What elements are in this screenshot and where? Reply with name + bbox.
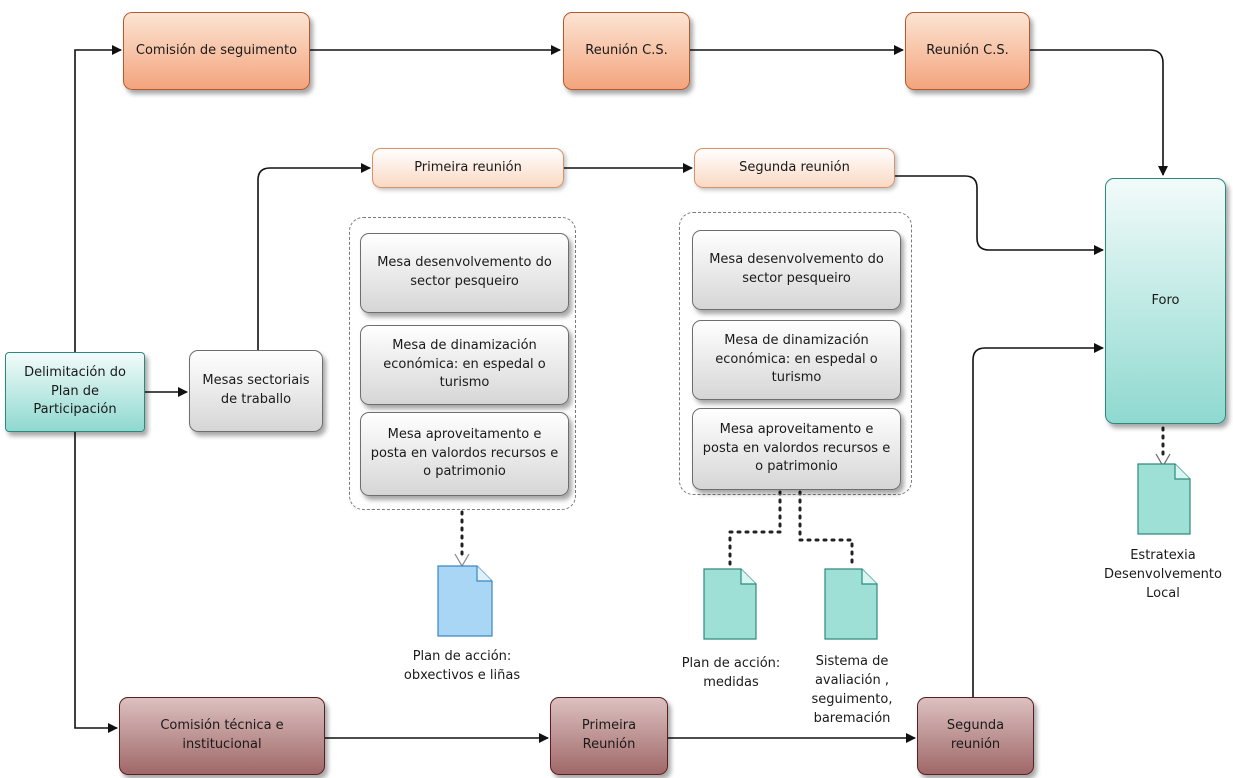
mesa-2-pesqueiro[interactable]: Mesa desenvolvemento do sector pesqueiro [692,230,901,310]
document-icon-medidas [703,568,757,640]
foro-node[interactable]: Foro [1105,178,1226,424]
edge-spine-down [74,432,118,733]
comision-seguimento-label: Comisión de seguimento [135,42,298,58]
edge-segunda-foro [895,175,1104,255]
comision-tecnica-label: Comisión técnica e institucional [160,718,284,752]
edge-reunion2-foro [1030,49,1168,176]
document-icon-obxectivos [437,565,493,637]
comision-seguimento-node[interactable]: Comisión de seguimento [123,12,310,90]
document-icon-sistema [824,568,878,640]
mesa-1-dinamizacion[interactable]: Mesa de dinamización económica: en esped… [360,325,569,405]
doc-label-medidas: Plan de acción: medidas [681,656,781,690]
reunion-cs-2-label: Reunión C.S. [926,42,1009,58]
primeira-reunion-ct-node[interactable]: Primeira Reunión [550,697,668,775]
dotted-group2-doc-sistema [798,490,854,570]
mesa-1-pesqueiro[interactable]: Mesa desenvolvemento do sector pesqueiro [360,233,569,313]
document-icon-estratexia [1137,463,1191,535]
segunda-reunion-ct-label: Segunda reunión [946,718,1005,752]
edge-mesas-primeira [257,163,371,350]
delimitacion-node[interactable]: Delimitación do Plan de Participación [5,352,145,432]
mesa-2-aproveitamento-label: Mesa aproveitamento e posta en valordos … [702,421,891,475]
segunda-reunion-label: Segunda reunión [739,159,850,175]
edge-segunda-ct-foro [972,343,1104,697]
delimitacion-label: Delimitación do Plan de Participación [24,364,126,418]
doc-label-estratexia: Estratexia Desenvolvemento Local [1104,548,1222,601]
mesa-1-aproveitamento[interactable]: Mesa aproveitamento e posta en valordos … [360,412,569,496]
mesa-1-aproveitamento-label: Mesa aproveitamento e posta en valordos … [370,426,559,480]
mesas-group-1 [349,217,576,510]
mesa-2-dinamizacion-label: Mesa de dinamización económica: en esped… [715,332,878,386]
segunda-reunion-node[interactable]: Segunda reunión [694,148,895,188]
primeira-reunion-ct-label: Primeira Reunión [581,718,637,752]
primeira-reunion-node[interactable]: Primeira reunión [372,148,564,188]
mesas-sectoriais-node[interactable]: Mesas sectoriais de traballo [189,350,323,432]
reunion-cs-1-node[interactable]: Reunión C.S. [563,12,690,90]
mesa-2-pesqueiro-label: Mesa desenvolvemento do sector pesqueiro [709,252,884,286]
comision-tecnica-node[interactable]: Comisión técnica e institucional [119,697,325,775]
mesa-2-aproveitamento[interactable]: Mesa aproveitamento e posta en valordos … [692,408,901,490]
dotted-group2-doc-medidas [728,490,782,570]
reunion-cs-1-label: Reunión C.S. [585,42,668,58]
mesa-2-dinamizacion[interactable]: Mesa de dinamización económica: en esped… [692,320,901,400]
mesas-group-2 [679,212,912,495]
segunda-reunion-ct-node[interactable]: Segunda reunión [917,697,1034,775]
doc-label-obxectivos: Plan de acción: obxectivos e liñas [403,649,521,683]
foro-label: Foro [1151,292,1180,308]
mesas-sectoriais-label: Mesas sectoriais de traballo [202,373,310,407]
edge-spine [74,45,122,352]
mesa-1-pesqueiro-label: Mesa desenvolvemento do sector pesqueiro [377,255,552,289]
doc-label-sistema: Sistema de avaliación , seguimento, bare… [811,654,893,726]
primeira-reunion-label: Primeira reunión [414,159,522,175]
mesa-1-dinamizacion-label: Mesa de dinamización económica: en esped… [383,337,546,391]
reunion-cs-2-node[interactable]: Reunión C.S. [905,12,1030,90]
